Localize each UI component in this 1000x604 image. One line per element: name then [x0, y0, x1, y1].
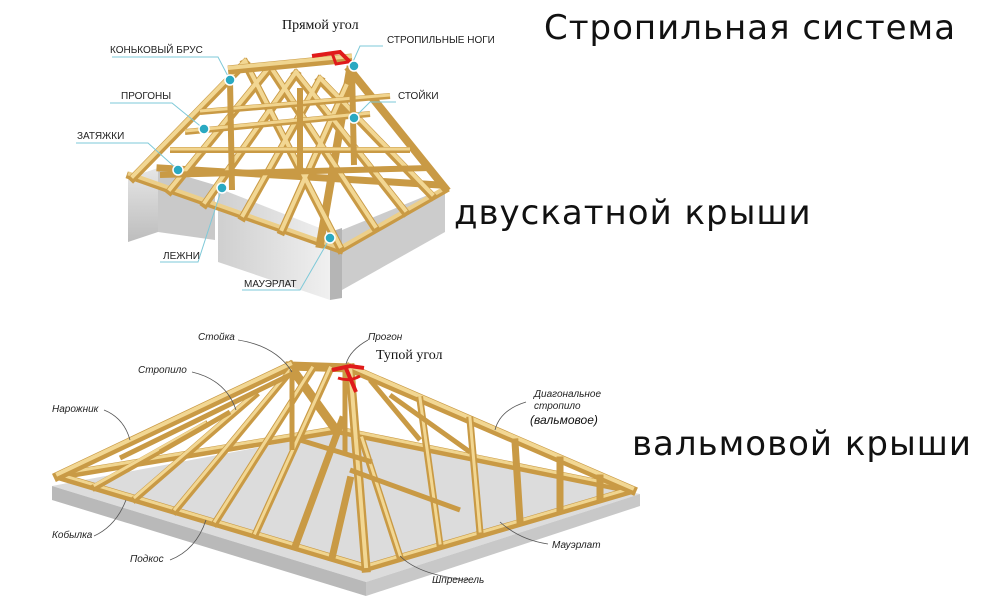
gable-roof-title: двускатной крыши: [454, 193, 812, 233]
hip-roof-title: вальмовой крыши: [632, 424, 973, 464]
hip-rafter-note: (вальмовое): [530, 413, 598, 427]
hip-post-label: Стойка: [198, 332, 235, 343]
right-angle-mark: [311, 49, 354, 66]
gable-markers: [172, 60, 360, 244]
hip-mauerlat-label: Мауэрлат: [552, 540, 601, 551]
rafter-legs-label: СТРОПИЛЬНЫЕ НОГИ: [387, 35, 495, 46]
hip-roof-illustration: [52, 339, 640, 596]
sleepers-label: ЛЕЖНИ: [163, 251, 200, 262]
diagonal-rafter-label-line1: Диагональное: [534, 389, 602, 400]
main-title: Стропильная система: [544, 8, 957, 48]
obtuse-angle-label: Тупой угол: [376, 348, 443, 363]
ridge-beam-label: КОНЬКОВЫЙ БРУС: [110, 45, 203, 56]
mauerlat-label: МАУЭРЛАТ: [244, 279, 297, 290]
gable-leader-lines: [76, 45, 396, 291]
posts-label: СТОЙКИ: [398, 91, 439, 102]
ties-label: ЗАТЯЖКИ: [77, 131, 125, 142]
gable-roof-illustration: [76, 45, 451, 300]
truss-label: Шпренгель: [432, 575, 485, 586]
strut-label: Подкос: [130, 554, 164, 565]
kobylka-label: Кобылка: [52, 530, 93, 541]
gable-right-wall: [342, 188, 445, 290]
hip-rafter-label: Стропило: [138, 365, 187, 376]
right-angle-label: Прямой угол: [282, 18, 359, 33]
purlins-label: ПРОГОНЫ: [121, 91, 172, 102]
hip-leader-lines: [93, 339, 549, 581]
diagonal-rafter-label-line2: стропило: [534, 401, 581, 412]
hip-purlin-label: Прогон: [368, 332, 403, 343]
narozhnik-label: Нарожник: [52, 404, 99, 415]
